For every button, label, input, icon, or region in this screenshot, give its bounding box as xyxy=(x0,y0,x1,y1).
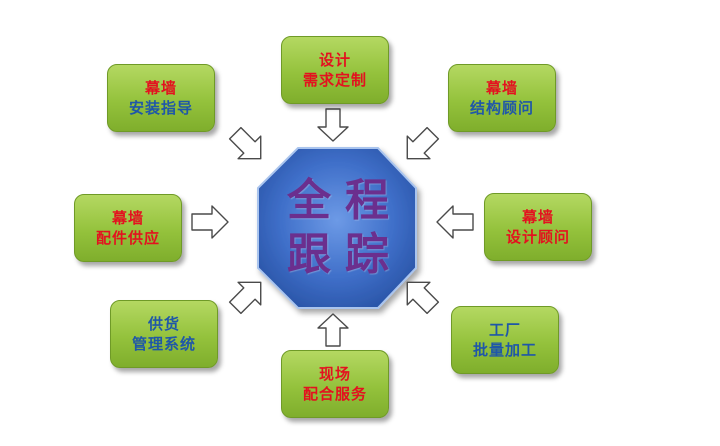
center-label: 全程 跟踪 xyxy=(258,162,418,294)
arrow-down-right-icon xyxy=(228,126,262,160)
node-top-left-line2: 安装指导 xyxy=(128,99,193,117)
node-bottom-right-line1: 工厂 xyxy=(488,321,521,339)
node-bottom-left-line2: 管理系统 xyxy=(131,335,196,353)
node-top-left-line1: 幕墙 xyxy=(144,79,177,97)
node-top-right: 幕墙 结构顾问 xyxy=(448,64,556,132)
node-bottom-left: 供货 管理系统 xyxy=(110,300,218,368)
node-top: 设计 需求定制 xyxy=(281,36,389,104)
arrow-down-left-icon xyxy=(406,126,440,160)
center-label-line1: 全程 xyxy=(287,175,403,226)
node-top-right-line2: 结构顾问 xyxy=(469,99,534,117)
node-bottom: 现场 配合服务 xyxy=(281,350,389,418)
node-top-left: 幕墙 安装指导 xyxy=(107,64,215,132)
arrow-left-icon xyxy=(436,205,474,239)
node-bottom-right-line2: 批量加工 xyxy=(472,341,537,359)
node-bottom-line2: 配合服务 xyxy=(302,385,367,403)
node-right-line1: 幕墙 xyxy=(521,208,554,226)
node-top-right-line1: 幕墙 xyxy=(485,79,518,97)
center-label-line2: 跟踪 xyxy=(287,229,403,280)
node-left: 幕墙 配件供应 xyxy=(74,194,182,262)
node-bottom-right: 工厂 批量加工 xyxy=(451,306,559,374)
node-left-line1: 幕墙 xyxy=(111,209,144,227)
arrow-up-left-icon xyxy=(406,281,440,315)
arrow-up-icon xyxy=(317,313,349,347)
node-top-line2: 需求定制 xyxy=(302,71,367,89)
node-bottom-left-line1: 供货 xyxy=(147,315,180,333)
center-octagon xyxy=(257,147,417,309)
node-left-line2: 配件供应 xyxy=(95,229,160,247)
node-right-line2: 设计顾问 xyxy=(505,228,570,246)
arrow-down-icon xyxy=(317,108,349,142)
arrow-up-right-icon xyxy=(228,281,262,315)
node-right: 幕墙 设计顾问 xyxy=(484,193,592,261)
arrow-right-icon xyxy=(191,205,229,239)
node-bottom-line1: 现场 xyxy=(318,365,351,383)
node-top-line1: 设计 xyxy=(318,51,351,69)
